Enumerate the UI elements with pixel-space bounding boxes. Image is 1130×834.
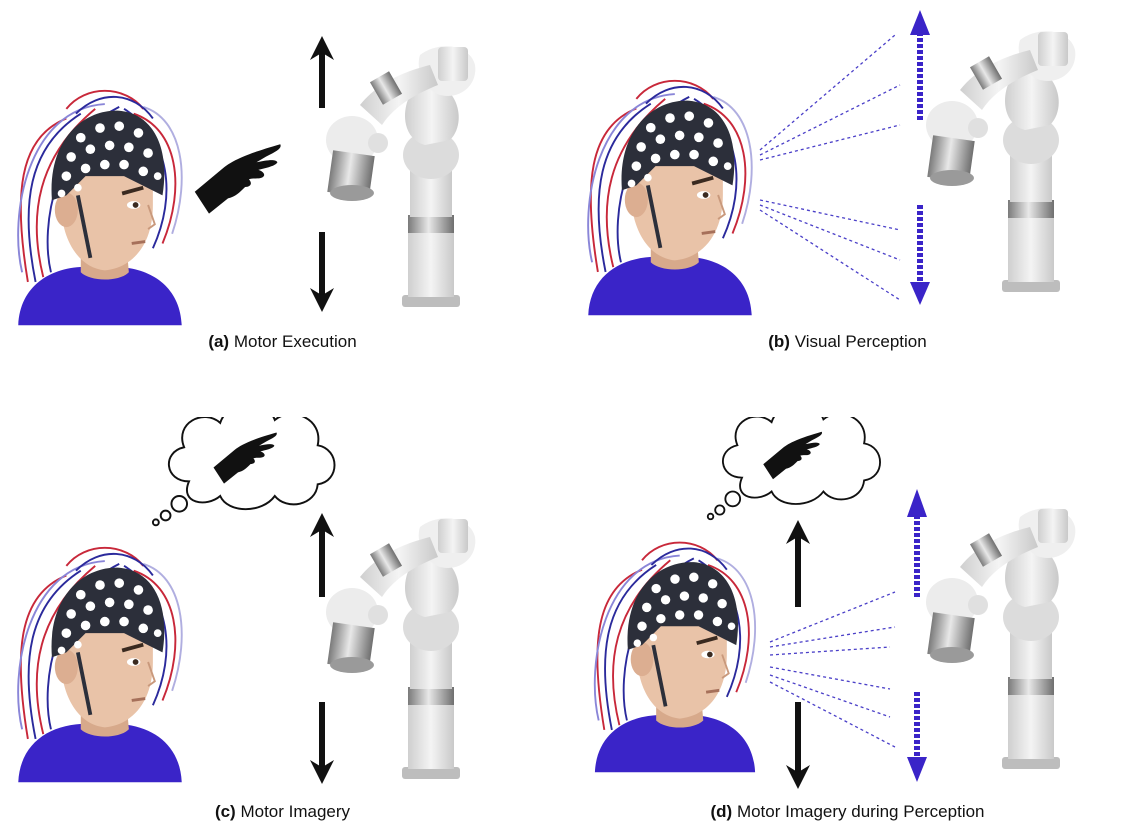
robot-arm (926, 31, 1076, 293)
caption-a-text: Motor Execution (233, 332, 357, 351)
panel-a-illustration (16, 36, 476, 328)
caption-d: (d) Motor Imagery during Perception (565, 802, 1130, 822)
dashed-arrow-up-head (907, 489, 927, 517)
panel-motor-imagery: (c) Motor Imagery (0, 417, 565, 834)
caption-b-letter: (b) (768, 332, 790, 351)
caption-d-letter: (d) (710, 802, 733, 821)
robot-arm (926, 508, 1076, 769)
caption-b-text: Visual Perception (794, 332, 927, 351)
caption-c-text: Motor Imagery (240, 802, 351, 821)
eeg-user-figure (16, 545, 184, 785)
caption-a-letter: (a) (208, 332, 230, 351)
dashed-arrow-down-head (907, 757, 927, 782)
gaze-lines (759, 34, 901, 301)
gaze-lines (769, 591, 896, 748)
eeg-user-figure (16, 88, 184, 328)
thought-cloud (151, 417, 336, 527)
panel-motor-execution: (a) Motor Execution (0, 0, 565, 417)
thought-cloud (706, 417, 882, 521)
panel-d-illustration (592, 417, 1076, 789)
panel-c-illustration (16, 417, 476, 785)
panel-motor-imagery-during-perception: (d) Motor Imagery during Perception (565, 417, 1130, 834)
caption-c-letter: (c) (214, 802, 236, 821)
caption-d-text: Motor Imagery during Perception (736, 802, 985, 821)
dashed-arrow-up-head (910, 10, 930, 35)
caption-c: (c) Motor Imagery (0, 802, 565, 822)
robot-arm (326, 46, 476, 308)
pointing-hand-icon (194, 144, 281, 214)
caption-b: (b) Visual Perception (565, 332, 1130, 352)
caption-a: (a) Motor Execution (0, 332, 565, 352)
eeg-user-figure (586, 78, 754, 318)
eeg-user-figure (592, 540, 757, 775)
panel-visual-perception: (b) Visual Perception (565, 0, 1130, 417)
dashed-arrow-down-head (910, 282, 930, 305)
robot-arm (326, 518, 476, 779)
panel-b-illustration (586, 10, 1076, 318)
